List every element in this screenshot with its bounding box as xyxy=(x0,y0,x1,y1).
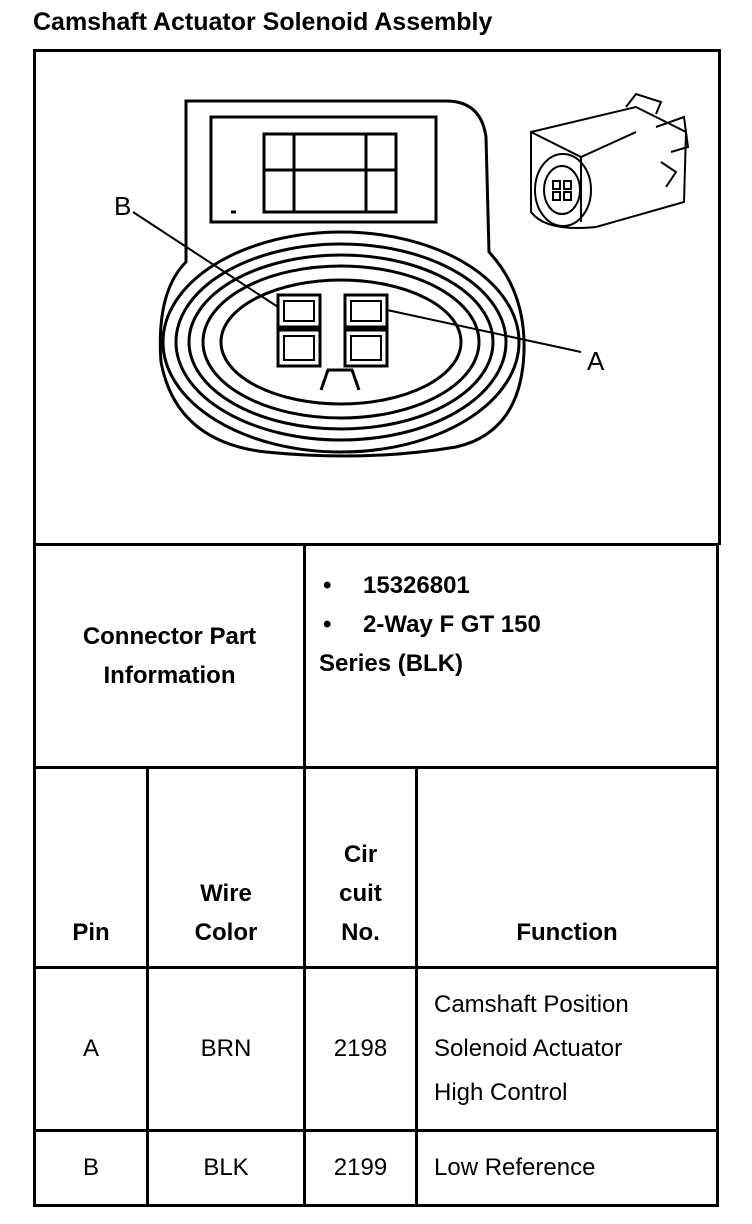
cell-circuit: 2199 xyxy=(303,1129,418,1207)
part-number: 15326801 xyxy=(363,572,470,599)
list-item: • 2-Way F GT 150 xyxy=(321,605,716,644)
list-item: • 15326801 xyxy=(321,566,716,605)
cell-circuit: 2198 xyxy=(303,966,418,1132)
connector-info-values: • 15326801 • 2-Way F GT 150 Series (BLK) xyxy=(303,543,719,769)
connector-info-row: Connector Part Information • 15326801 • … xyxy=(33,543,719,769)
pin-a-label: A xyxy=(587,346,605,376)
connector-type-first-line: 2-Way F GT 150 xyxy=(363,611,541,638)
connector-type-second-line: Series (BLK) xyxy=(319,650,464,677)
cell-pin: A xyxy=(33,966,149,1132)
header-function: Function xyxy=(415,766,719,969)
cell-function: Low Reference xyxy=(415,1129,719,1207)
cell-pin: B xyxy=(33,1129,149,1207)
connector-diagram: B A xyxy=(33,49,721,545)
header-pin: Pin xyxy=(33,766,149,969)
table-row: B BLK 2199 Low Reference xyxy=(33,1129,719,1207)
connector-info-label: Connector Part Information xyxy=(33,543,306,769)
connector-table: Connector Part Information • 15326801 • … xyxy=(33,543,719,1207)
page-title: Camshaft Actuator Solenoid Assembly xyxy=(33,8,493,36)
table-row: A BRN 2198 Camshaft Position Solenoid Ac… xyxy=(33,966,719,1132)
cell-wire-color: BLK xyxy=(146,1129,306,1207)
pin-b-label: B xyxy=(114,191,131,221)
cell-wire-color: BRN xyxy=(146,966,306,1132)
connector-face-illustration: B A xyxy=(114,92,690,458)
cell-function: Camshaft Position Solenoid Actuator High… xyxy=(415,966,719,1132)
